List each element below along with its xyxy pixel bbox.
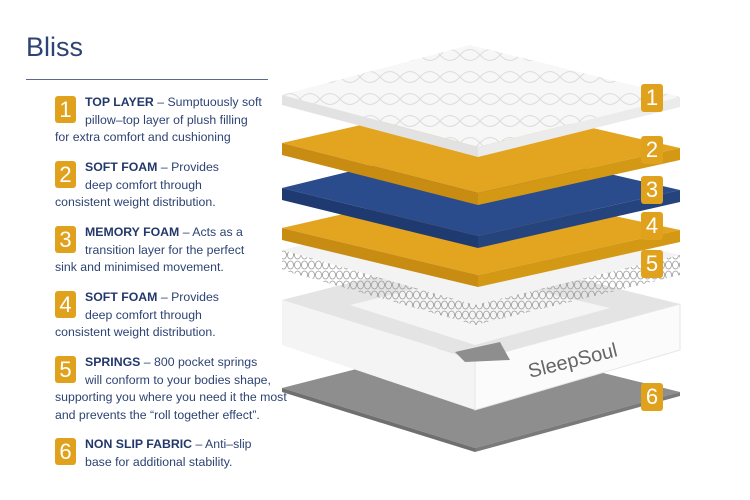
number-badge: 6 (55, 438, 76, 465)
layer-text: will conform to your bodies shape, (85, 372, 271, 387)
number-badge: 1 (55, 96, 76, 123)
layer-description-4: 4 SOFT FOAM – Provides deep comfort thro… (55, 289, 285, 342)
layer-text: – 800 pocket springs (140, 355, 258, 369)
layer-heading: MEMORY FOAM (85, 225, 180, 239)
number-badge-1: 1 (641, 84, 663, 112)
layer-heading: SPRINGS (85, 355, 141, 369)
layer-text: transition layer for the perfect (85, 242, 245, 257)
layer-text: – Provides (157, 160, 219, 174)
divider (26, 79, 268, 80)
number-badge: 4 (55, 291, 76, 318)
layer-text: pillow–top layer of plush filling (85, 112, 248, 127)
layer-text: deep comfort through (85, 307, 202, 322)
layer-text: sink and minimised movement. (55, 260, 224, 274)
number-badge: 3 (55, 226, 76, 253)
layer-description-2: 2 SOFT FOAM – Provides deep comfort thro… (55, 159, 285, 212)
layer-heading: SOFT FOAM (85, 160, 158, 174)
layer-text: – Acts as a (179, 225, 243, 239)
layer-text: base for additional stability. (85, 454, 233, 469)
number-badge-6: 6 (641, 383, 663, 411)
layer-text: consistent weight distribution. (55, 195, 216, 209)
layer-heading: SOFT FOAM (85, 290, 158, 304)
layer-text: – Sumptuously soft (153, 95, 262, 109)
layer-heading: TOP LAYER (85, 95, 154, 109)
layer-text: consistent weight distribution. (55, 325, 216, 339)
layer-text: – Provides (157, 290, 219, 304)
layer-text: deep comfort through (85, 177, 202, 192)
number-badge-5: 5 (641, 250, 663, 278)
number-badge-4: 4 (641, 212, 663, 240)
layer-text: supporting you where you need it the mos… (55, 390, 287, 422)
layer-description-3: 3 MEMORY FOAM – Acts as a transition lay… (55, 224, 285, 277)
layer-text: for extra comfort and cushioning (55, 130, 231, 144)
top-layer (282, 45, 680, 157)
layer-heading: NON SLIP FABRIC (85, 437, 193, 451)
layer-description-5: 5 SPRINGS – 800 pocket springs will conf… (55, 354, 295, 424)
layer-description-1: 1 TOP LAYER – Sumptuously soft pillow–to… (55, 94, 285, 147)
number-badge: 5 (55, 356, 76, 383)
number-badge-3: 3 (641, 176, 663, 204)
layer-description-6: 6 NON SLIP FABRIC – Anti–slip base for a… (55, 436, 285, 471)
number-badge-2: 2 (641, 136, 663, 164)
number-badge: 2 (55, 161, 76, 188)
page-title: Bliss (26, 32, 84, 62)
layer-text: – Anti–slip (192, 437, 252, 451)
